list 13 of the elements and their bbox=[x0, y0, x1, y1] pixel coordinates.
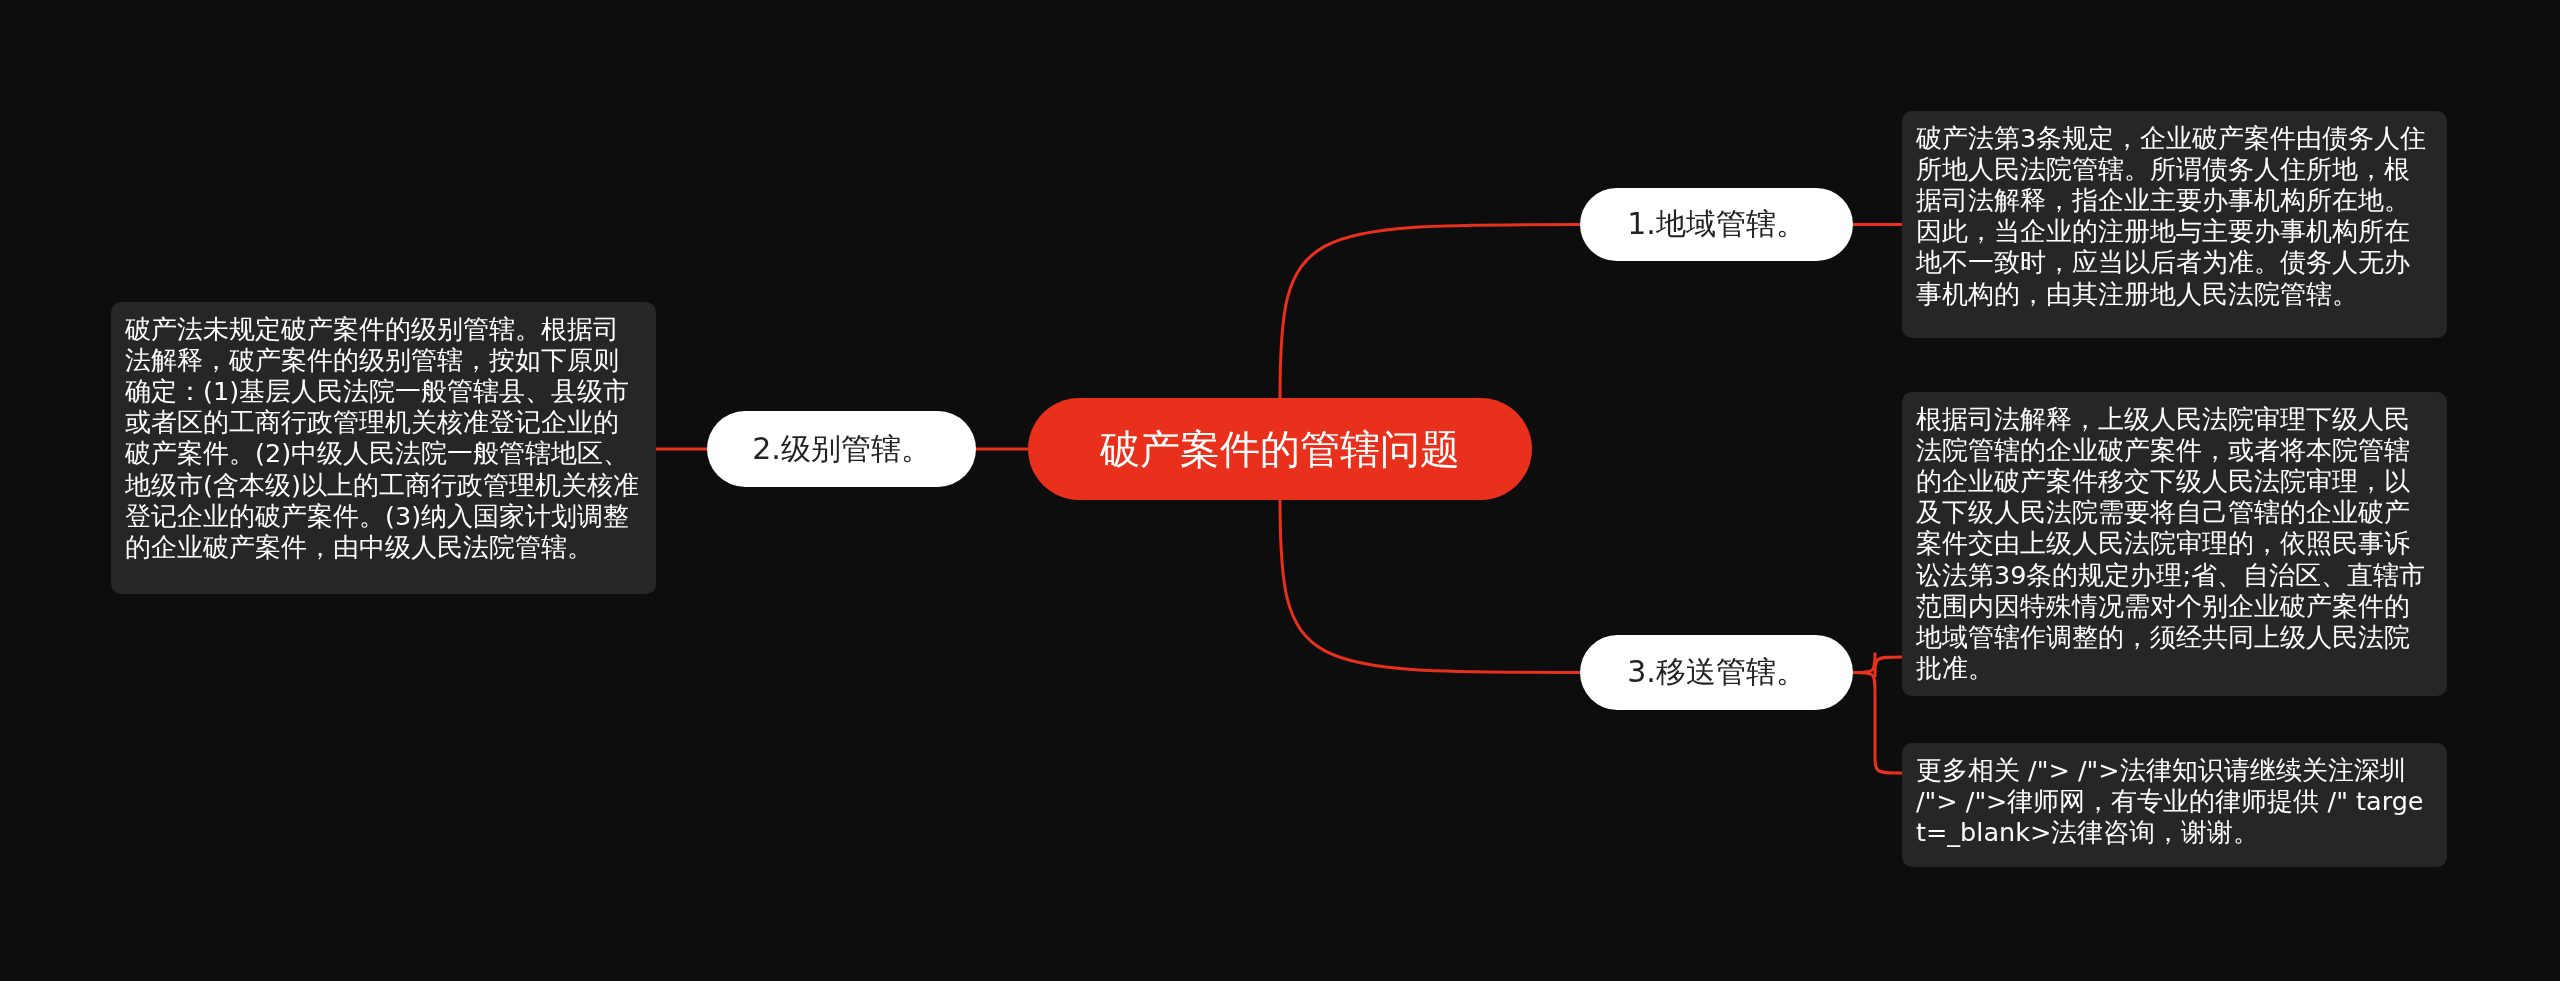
note-box: 更多相关 /"> /">法律知识请继续关注深圳 /"> /">律师网，有专业的律师提供 /" target=_blank>法律咨询，谢谢。 bbox=[1902, 743, 2447, 867]
note-box: 破产法未规定破产案件的级别管辖。根据司法解释，破产案件的级别管辖，按如下原则确定：(1)基层人民法院一般管辖县、县级市或者区的工商行政管理机关核准登记企业的破产案件。(2)中级人民法院一般管辖地区、地级市(含本级)以上的工商行政管理机关核准登记企业的破产案件。(3)纳入国家计划调整的企业破产案件，由中级人民法院管辖。 bbox=[111, 302, 656, 594]
topic-pill: 3.移送管辖。 bbox=[1580, 635, 1853, 710]
central-topic: 破产案件的管辖问题 bbox=[1028, 398, 1532, 500]
topic-pill: 2.级别管辖。 bbox=[707, 411, 976, 487]
note-box: 根据司法解释，上级人民法院审理下级人民法院管辖的企业破产案件，或者将本院管辖的企业破产案件移交下级人民法院审理，以及下级人民法院需要将自己管辖的企业破产案件交由上级人民法院审理的，依照民事诉讼法第39条的规定办理;省、自治区、直辖市范围内因特殊情况需对个别企业破产案件的地域管辖作调整的，须经共同上级人民法院批准。 bbox=[1902, 392, 2447, 696]
connector-line bbox=[976, 447, 1028, 451]
connector-line bbox=[1278, 499, 1580, 674]
connector-line bbox=[1278, 223, 1580, 399]
topic-pill: 1.地域管辖。 bbox=[1580, 188, 1853, 261]
note-box: 破产法第3条规定，企业破产案件由债务人住所地人民法院管辖。所谓债务人住所地，根据司法解释，指企业主要办事机构所在地。因此，当企业的注册地与主要办事机构所在地不一致时，应当以后者为准。债务人无办事机构的，由其注册地人民法院管辖。 bbox=[1902, 111, 2447, 338]
connector-line bbox=[656, 447, 707, 451]
connector-line bbox=[1853, 223, 1902, 226]
